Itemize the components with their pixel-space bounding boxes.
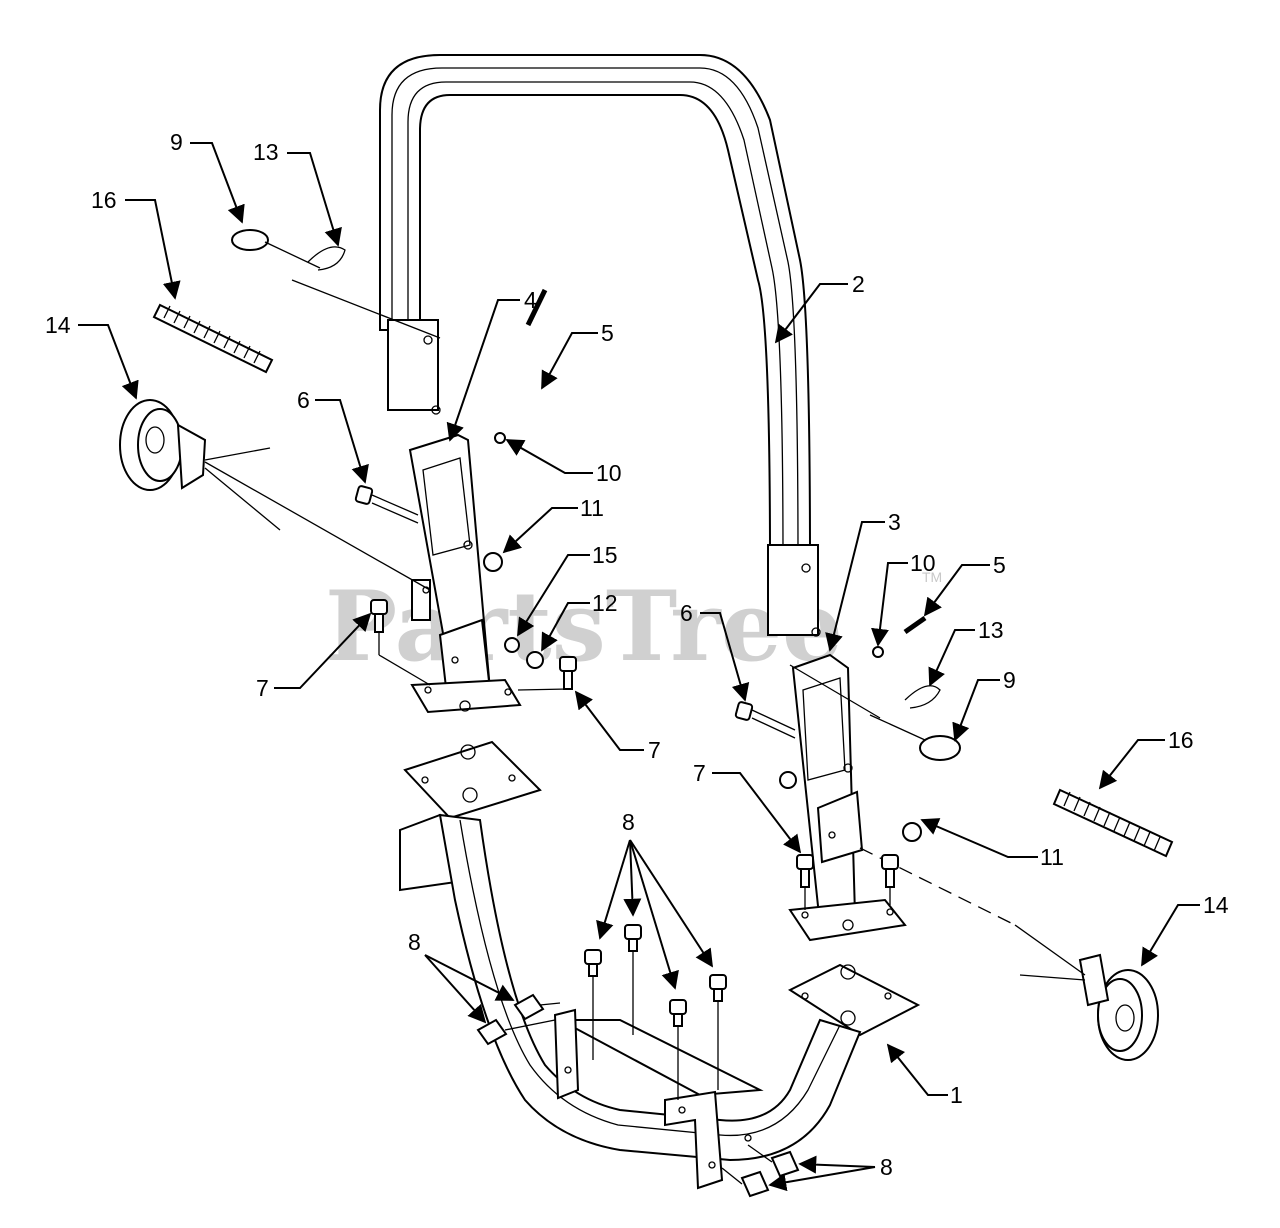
callout-9-right: 9 xyxy=(1003,667,1016,693)
light-right xyxy=(859,847,1159,1061)
watermark-trademark: TM xyxy=(922,569,942,585)
bolt-7-middle xyxy=(517,656,577,691)
washer-15 xyxy=(504,637,520,653)
callout-11-right: 11 xyxy=(1040,844,1064,870)
hitch-pin-left xyxy=(231,229,441,339)
callout-3: 3 xyxy=(888,509,901,535)
callout-7-left: 7 xyxy=(256,675,269,701)
bolt-7-left xyxy=(370,599,431,686)
callout-12: 12 xyxy=(592,590,618,616)
nut-12 xyxy=(526,651,544,669)
callout-8-top: 8 xyxy=(622,809,635,835)
callout-1: 1 xyxy=(950,1082,963,1108)
callout-14-left: 14 xyxy=(45,312,71,338)
callout-5-left: 5 xyxy=(601,320,614,346)
callout-15: 15 xyxy=(592,542,618,568)
bolts-8-group xyxy=(476,924,800,1198)
spring-left xyxy=(152,303,274,374)
callout-5-right: 5 xyxy=(993,552,1006,578)
washer-10-left xyxy=(494,432,506,444)
callout-labels: 9 13 16 14 4 2 5 6 10 11 15 12 7 7 3 10 … xyxy=(45,129,1229,1180)
callout-7-right: 7 xyxy=(693,760,706,786)
callout-6-left: 6 xyxy=(297,387,310,413)
callout-leaders xyxy=(78,142,1200,1192)
left-upright-bracket xyxy=(403,433,542,820)
callout-6-right: 6 xyxy=(680,600,693,626)
nut-11-left xyxy=(483,552,503,572)
spring-right xyxy=(1052,788,1174,858)
bolt-7-right-b xyxy=(881,854,899,905)
bolt-6-left xyxy=(354,485,419,524)
light-left xyxy=(119,399,431,591)
callout-13-left: 13 xyxy=(253,139,279,165)
callout-16-right: 16 xyxy=(1168,727,1194,753)
watermark: PartsTree xyxy=(325,570,843,683)
bolt-5-left xyxy=(525,288,548,327)
callout-10-left: 10 xyxy=(596,460,622,486)
callout-10-right: 10 xyxy=(910,550,936,576)
lower-roll-bar xyxy=(399,813,862,1190)
callout-13-right: 13 xyxy=(978,617,1004,643)
right-upright-bracket xyxy=(787,653,921,1037)
callout-11-left: 11 xyxy=(580,495,604,521)
nut-11-right xyxy=(902,822,922,842)
clip-left xyxy=(307,246,346,271)
nut-11-extra xyxy=(779,771,797,789)
bolt-5-right xyxy=(903,615,927,635)
callout-7-middle: 7 xyxy=(648,737,661,763)
bolt-6-right xyxy=(734,701,796,739)
callout-8-bottom: 8 xyxy=(880,1154,893,1180)
callout-16-left: 16 xyxy=(91,187,117,213)
callout-4: 4 xyxy=(524,287,537,313)
washer-10-right xyxy=(872,646,884,658)
clip-right xyxy=(904,685,941,709)
upper-roll-bar xyxy=(379,54,821,637)
callout-2: 2 xyxy=(852,271,865,297)
callout-9-left: 9 xyxy=(170,129,183,155)
hitch-pin-right xyxy=(789,664,961,761)
callout-8-left: 8 xyxy=(408,929,421,955)
bolt-7-right-a xyxy=(796,854,814,910)
callout-14-right: 14 xyxy=(1203,892,1229,918)
